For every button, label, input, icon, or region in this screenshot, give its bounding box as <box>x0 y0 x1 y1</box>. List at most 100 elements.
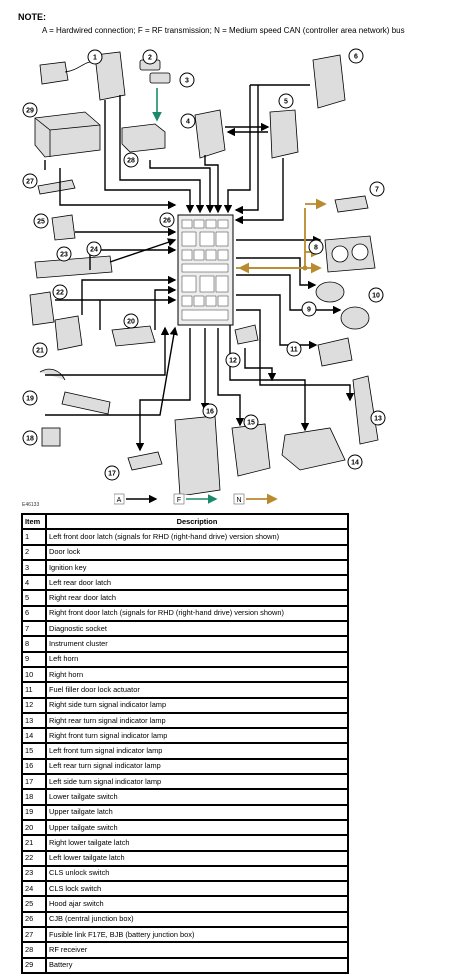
item-number-cell: 19 <box>22 804 46 820</box>
item-number-cell: 7 <box>22 621 46 637</box>
callout-7: 7 <box>369 181 385 197</box>
diagnostic-socket-sketch <box>334 195 369 213</box>
item-description-cell: Fuel filler door lock actuator <box>46 682 348 698</box>
callout-18: 18 <box>22 430 38 446</box>
callout-13: 13 <box>370 410 386 426</box>
item-number-cell: 15 <box>22 743 46 759</box>
column-header-item: Item <box>22 514 46 530</box>
callout-number: 22 <box>56 290 64 297</box>
callout-number: 8 <box>314 245 318 252</box>
item-number-cell: 6 <box>22 605 46 622</box>
callout-11: 11 <box>286 341 302 357</box>
callout-number: 3 <box>185 78 189 85</box>
table-header-row: Item Description <box>22 514 348 530</box>
callout-24: 24 <box>86 241 102 257</box>
callout-number: 9 <box>307 307 311 314</box>
item-description-cell: Left lower tailgate latch <box>46 850 348 866</box>
callout-6: 6 <box>348 48 364 64</box>
callout-25: 25 <box>33 213 49 229</box>
item-description-cell: Instrument cluster <box>46 636 348 652</box>
item-number-cell: 22 <box>22 850 46 866</box>
item-number-cell: 16 <box>22 758 46 775</box>
left-rear-door-latch-sketch <box>194 109 226 159</box>
callout-26: 26 <box>159 212 175 228</box>
item-description-cell: Left front turn signal indicator lamp <box>46 743 348 759</box>
line-legend: A F N <box>114 493 278 505</box>
item-number-cell: 21 <box>22 835 46 851</box>
callout-number: 14 <box>351 460 359 467</box>
legend-key-hardwired: A <box>117 497 122 504</box>
callout-20: 20 <box>123 313 139 329</box>
callout-number: 5 <box>284 99 288 106</box>
legend-hardwired: A <box>114 493 158 505</box>
item-number-cell: 29 <box>22 957 46 973</box>
legend-key-can: N <box>236 497 241 504</box>
callout-17: 17 <box>104 465 120 481</box>
callout-number: 6 <box>354 54 358 61</box>
note-title: NOTE: <box>18 12 46 22</box>
callout-number: 23 <box>60 252 68 259</box>
item-description-cell: Battery <box>46 957 348 973</box>
hood-ajar-switch-sketch <box>51 214 76 241</box>
left-side-turn-lamp-sketch <box>127 451 163 471</box>
item-description-cell: RF receiver <box>46 942 348 958</box>
item-number-cell: 12 <box>22 697 46 713</box>
right-side-turn-lamp-sketch <box>234 324 259 345</box>
battery-sketch <box>34 111 101 158</box>
upper-tailgate-latch-sketch <box>39 368 111 415</box>
item-description-cell: Fusible link F17E, BJB (battery junction… <box>46 927 348 943</box>
callout-12: 12 <box>225 352 241 368</box>
item-number-cell: 13 <box>22 712 46 729</box>
item-number-cell: 10 <box>22 666 46 683</box>
item-description-cell: Right front door latch (signals for RHD … <box>46 605 348 622</box>
left-lower-tailgate-latch-sketch <box>29 291 55 326</box>
callout-number: 1 <box>93 55 97 62</box>
item-description-cell: Right side turn signal indicator lamp <box>46 697 348 713</box>
callout-19: 19 <box>22 390 38 406</box>
left-front-door-latch-sketch <box>39 51 126 101</box>
callout-number: 25 <box>37 219 45 226</box>
callout-number: 11 <box>290 347 298 354</box>
fuel-filler-actuator-sketch <box>317 337 353 367</box>
item-description-cell: Upper tailgate latch <box>46 804 348 820</box>
callout-5: 5 <box>278 93 294 109</box>
item-number-cell: 24 <box>22 881 46 897</box>
figure-id: E46133 <box>22 502 40 508</box>
callout-number: 7 <box>375 187 379 194</box>
item-number-cell: 4 <box>22 575 46 591</box>
callout-1: 1 <box>87 49 103 65</box>
item-number-cell: 2 <box>22 544 46 560</box>
callout-number: 16 <box>206 409 214 416</box>
item-description-cell: Right horn <box>46 666 348 683</box>
item-description-cell: Right rear turn signal indicator lamp <box>46 712 348 729</box>
callout-16: 16 <box>202 403 218 419</box>
item-number-cell: 18 <box>22 789 46 805</box>
callout-number: 24 <box>90 247 98 254</box>
item-number-cell: 11 <box>22 682 46 698</box>
callout-10: 10 <box>368 287 384 303</box>
item-description-cell: CLS unlock switch <box>46 865 348 882</box>
callout-29: 29 <box>22 102 38 118</box>
note-text: A = Hardwired connection; F = RF transmi… <box>42 26 405 35</box>
callout-15: 15 <box>243 414 259 430</box>
item-number-cell: 9 <box>22 651 46 667</box>
callout-14: 14 <box>347 454 363 470</box>
legend-key-rf: F <box>177 497 181 504</box>
item-description-cell: Ignition key <box>46 559 348 576</box>
callout-4: 4 <box>180 113 196 129</box>
callout-3: 3 <box>179 72 195 88</box>
item-number-cell: 25 <box>22 896 46 912</box>
item-description-cell: Right front turn signal indicator lamp <box>46 728 348 744</box>
callout-number: 12 <box>229 358 237 365</box>
callout-number: 27 <box>26 179 34 186</box>
